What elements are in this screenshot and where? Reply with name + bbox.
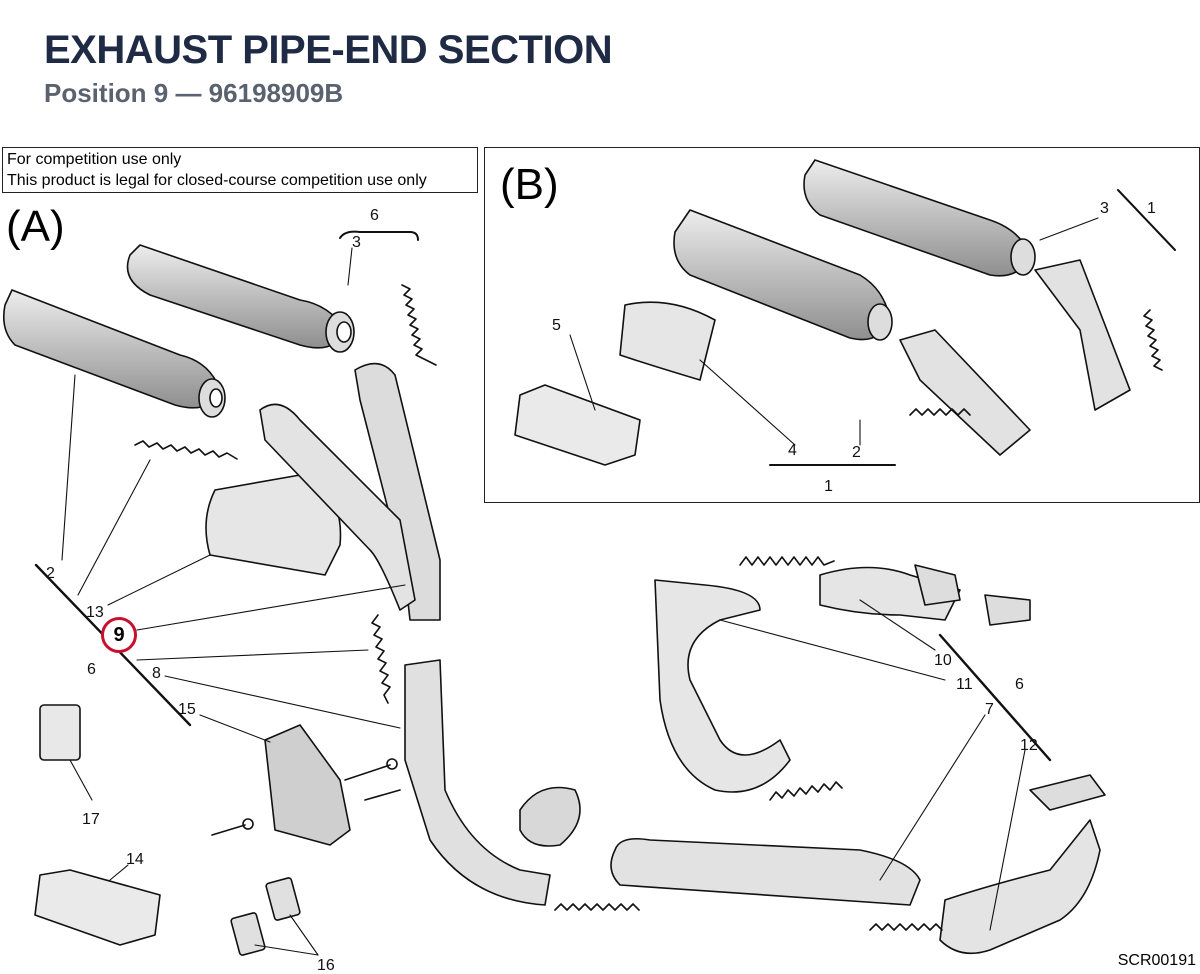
callout-a-2: 2 — [46, 565, 55, 582]
spring-a-top — [401, 284, 437, 366]
callout-main-7: 7 — [985, 701, 994, 718]
callout-b-2: 2 — [852, 444, 861, 461]
spring-main-low — [554, 903, 640, 911]
connector-17 — [39, 704, 81, 761]
silencer-lower-a — [2, 289, 226, 418]
page-subtitle: Position 9 — 96198909B — [44, 78, 344, 108]
callout-a-3: 3 — [352, 234, 361, 251]
bracket-15 — [264, 724, 351, 846]
notice-line-1: For competition use only — [7, 151, 182, 168]
tube-a-lower — [404, 659, 551, 906]
spring-main-bottom — [869, 923, 943, 931]
header-pipe-front — [610, 837, 921, 906]
drawing-code: SCR00191 — [1117, 952, 1196, 969]
callout-b-1b: 1 — [824, 478, 833, 495]
gasket-12 — [1029, 774, 1106, 811]
callout-a-17: 17 — [82, 811, 100, 828]
spring-a-mid — [134, 440, 238, 460]
view-a-label: (A) — [6, 202, 65, 251]
notice-line-2: This product is legal for closed-course … — [7, 172, 427, 189]
callout-a-6b: 6 — [87, 661, 96, 678]
pipe-end-cap — [519, 786, 581, 847]
callout-a-8: 8 — [152, 665, 161, 682]
header-pipe-rear — [654, 579, 791, 793]
spring-b-low — [909, 408, 971, 416]
tube-b-lower — [899, 329, 1031, 456]
view-b-label: (B) — [500, 160, 559, 209]
callout-a-16: 16 — [317, 957, 335, 974]
silencer-lower-b — [673, 209, 893, 341]
gasket-top-2 — [984, 594, 1031, 626]
spring-main-top — [739, 556, 835, 566]
rubber-block-14 — [34, 869, 161, 946]
clip-16a — [230, 912, 266, 956]
silencer-upper-b — [803, 159, 1036, 277]
tube-a-middle — [259, 403, 416, 611]
callout-a-6: 6 — [370, 207, 379, 224]
callout-b-4: 4 — [788, 442, 797, 459]
clip-16b — [265, 877, 301, 921]
callout-b-5: 5 — [552, 317, 561, 334]
spring-a-low — [371, 614, 391, 704]
callout-b-3: 3 — [1100, 200, 1109, 217]
heat-shield-b — [619, 301, 716, 381]
page-title: EXHAUST PIPE-END SECTION — [44, 28, 613, 72]
fasteners — [211, 758, 401, 836]
silencer-upper-a — [126, 244, 355, 353]
callout-main-6: 6 — [1015, 676, 1024, 693]
callout-main-11: 11 — [956, 676, 973, 693]
callout-a-14: 14 — [126, 851, 144, 868]
tube-b-upper — [1034, 259, 1131, 411]
callout-main-12: 12 — [1020, 737, 1038, 754]
gasket-top-1 — [914, 564, 961, 606]
spring-b-right — [1143, 309, 1163, 371]
competition-notice: For competition use only This product is… — [2, 147, 478, 193]
callout-main-10: 10 — [934, 652, 952, 669]
callout-a-15: 15 — [178, 701, 196, 718]
header-pipe-lower — [939, 819, 1101, 955]
spring-main-mid — [769, 781, 843, 801]
callout-b-1: 1 — [1147, 200, 1156, 217]
rubber-block-b — [514, 384, 641, 466]
callout-a-13: 13 — [86, 604, 104, 621]
highlighted-position-marker[interactable]: 9 — [101, 617, 137, 653]
